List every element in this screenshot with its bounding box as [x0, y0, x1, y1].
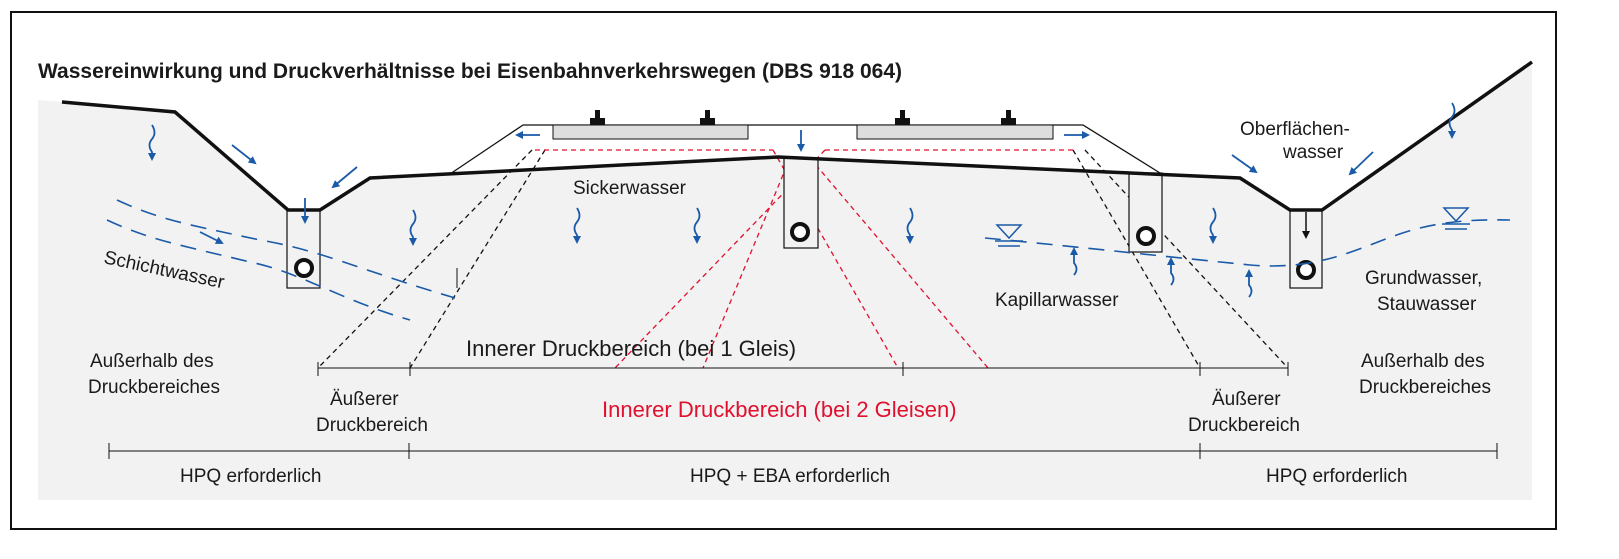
label-ausserhalb-right-1: Außerhalb des — [1361, 351, 1485, 372]
label-hpq-left: HPQ erforderlich — [180, 466, 322, 487]
diagram-title: Wassereinwirkung und Druckverhältnisse b… — [38, 60, 902, 83]
label-ausserhalb-right-2: Druckbereiches — [1359, 377, 1491, 398]
ground-area — [38, 62, 1532, 500]
water-arrows — [148, 102, 1456, 298]
sleeper-right — [856, 124, 1054, 140]
label-oberflaechenwasser-1: Oberflächen- — [1240, 119, 1350, 140]
inner-pressure-lines-2-gleise — [535, 149, 1075, 369]
label-aeusserer-left-1: Äußerer — [330, 389, 399, 410]
label-ausserhalb-left-2: Druckbereiches — [88, 377, 220, 398]
outer-pressure-lines — [317, 149, 1289, 369]
label-oberflaechenwasser-2: wasser — [1282, 142, 1344, 163]
ballast-bed — [449, 124, 1161, 175]
label-hpq-eba: HPQ + EBA erforderlich — [690, 466, 890, 487]
sleeper-left — [552, 124, 749, 140]
label-aeusserer-right-1: Äußerer — [1212, 389, 1281, 410]
label-ausserhalb-left-1: Außerhalb des — [90, 351, 214, 372]
label-sickerwasser: Sickerwasser — [573, 178, 687, 199]
label-aeusserer-right-2: Druckbereich — [1188, 415, 1300, 436]
label-innerer-1-gleis: Innerer Druckbereich (bei 1 Gleis) — [466, 336, 796, 361]
label-kapillarwasser: Kapillarwasser — [995, 290, 1119, 311]
label-grundwasser-1: Grundwasser, — [1365, 268, 1482, 289]
label-grundwasser-2: Stauwasser — [1377, 294, 1477, 315]
label-hpq-right: HPQ erforderlich — [1266, 466, 1408, 487]
ground-line — [61, 60, 1534, 212]
water-lines — [106, 199, 1511, 321]
rails — [590, 110, 1016, 125]
label-innerer-2-gleise: Innerer Druckbereich (bei 2 Gleisen) — [602, 397, 957, 422]
water-level-icons — [995, 207, 1470, 247]
label-aeusserer-left-2: Druckbereich — [316, 415, 428, 436]
dimension-lines — [108, 268, 1498, 459]
